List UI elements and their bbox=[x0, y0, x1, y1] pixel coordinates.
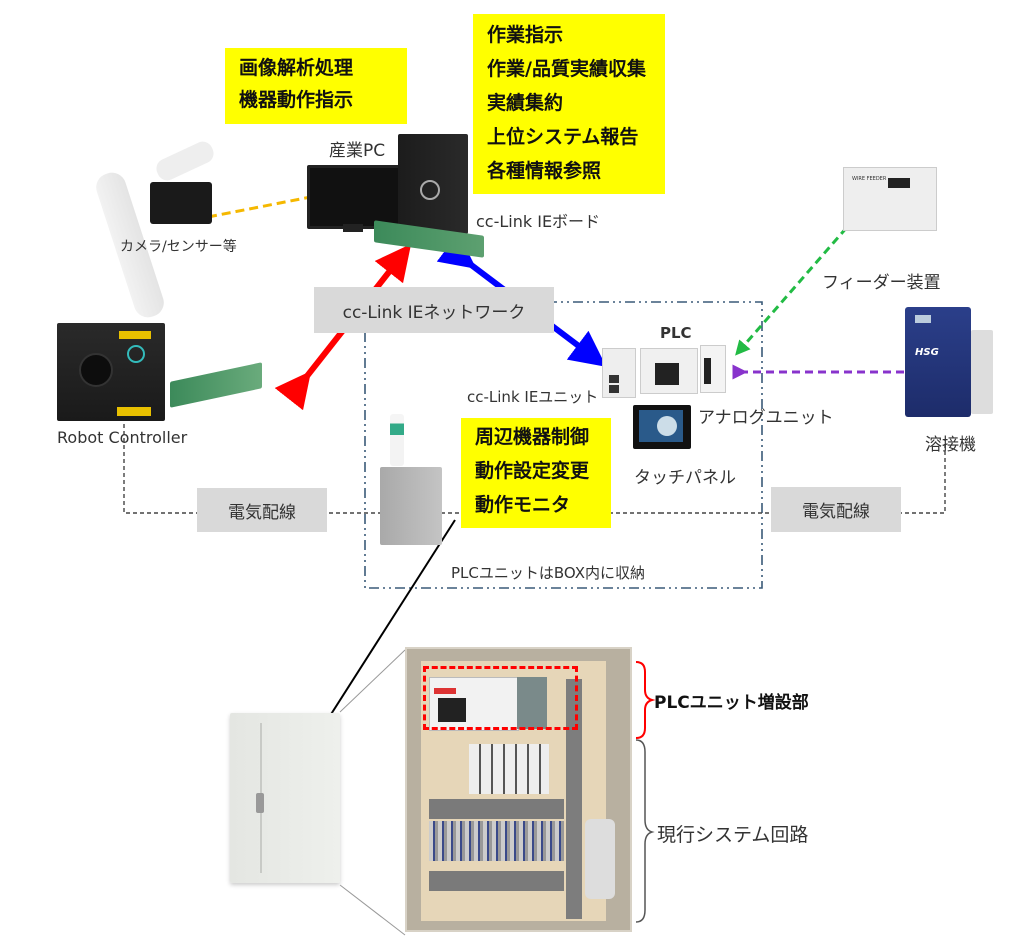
zoom-line-bottom bbox=[339, 884, 406, 936]
open-cabinet-icon bbox=[405, 647, 632, 932]
green-arrow bbox=[735, 217, 857, 356]
camera-sensor-label: カメラ/センサー等 bbox=[120, 239, 237, 255]
feeder-icon: WIRE FEEDER bbox=[843, 167, 937, 231]
cable-bundle bbox=[585, 819, 615, 899]
robot-controller-icon bbox=[57, 323, 165, 421]
industrial-pc-label: 産業PC bbox=[329, 141, 386, 161]
wiring-label-left: 電気配線 bbox=[197, 488, 327, 532]
wire-duct-lower bbox=[429, 871, 564, 891]
feeder-label: フィーダー装置 bbox=[822, 273, 941, 293]
signal-tower-icon bbox=[390, 414, 404, 466]
cclink-unit-icon bbox=[602, 348, 636, 398]
note-line: 画像解析処理 bbox=[239, 57, 354, 79]
plc-expansion-label: PLCユニット増設部 bbox=[654, 693, 809, 713]
camera-icon bbox=[150, 182, 212, 224]
wiring-label-right: 電気配線 bbox=[771, 487, 901, 532]
note-line: 作業/品質実績収集 bbox=[487, 58, 646, 80]
monitor-icon bbox=[307, 165, 403, 229]
plc-expansion-highlight bbox=[423, 666, 578, 730]
cclink-unit-label: cc-Link IEユニット bbox=[467, 388, 599, 406]
existing-circuit-label: 現行システム回路 bbox=[657, 824, 809, 846]
touch-panel-label: タッチパネル bbox=[634, 468, 736, 488]
plc-cpu-icon bbox=[640, 348, 698, 394]
welder-side bbox=[971, 330, 993, 414]
terminal-blocks bbox=[429, 821, 564, 861]
note-line: 上位システム報告 bbox=[487, 126, 639, 148]
robot-controller-label: Robot Controller bbox=[57, 428, 188, 447]
note-line: 作業指示 bbox=[487, 24, 564, 46]
control-box-icon bbox=[380, 467, 442, 545]
gray-brace bbox=[635, 739, 655, 923]
zoom-line-top bbox=[339, 649, 406, 713]
red-brace bbox=[635, 661, 656, 739]
note-pc-functions: 作業指示 作業/品質実績収集 実績集約 上位システム報告 各種情報参照 bbox=[473, 14, 665, 194]
monitor-stand bbox=[343, 224, 363, 232]
analog-unit-icon bbox=[700, 345, 726, 393]
note-line: 実績集約 bbox=[487, 92, 564, 114]
closed-cabinet-icon bbox=[230, 713, 340, 883]
wire-duct-upper bbox=[429, 799, 564, 819]
feeder-brand: WIRE FEEDER bbox=[852, 176, 887, 182]
network-label: cc-Link IEネットワーク bbox=[314, 287, 554, 333]
note-line: 動作設定変更 bbox=[475, 460, 590, 482]
plc-boundary bbox=[364, 301, 763, 589]
analog-unit-label: アナログユニット bbox=[698, 408, 834, 428]
plc-label: PLC bbox=[660, 324, 692, 342]
welder-label: 溶接機 bbox=[925, 435, 976, 455]
relay-block bbox=[469, 744, 549, 794]
note-line: 機器動作指示 bbox=[239, 89, 354, 111]
note-line: 各種情報参照 bbox=[487, 160, 602, 182]
cclink-board-label: cc-Link IEボード bbox=[476, 212, 601, 231]
touch-panel-icon bbox=[633, 405, 691, 449]
welder-icon: HSG bbox=[905, 307, 971, 417]
note-image-processing: 画像解析処理 機器動作指示 bbox=[225, 48, 407, 124]
wiring-line-right bbox=[660, 440, 946, 514]
note-line: 周辺機器制御 bbox=[475, 426, 590, 448]
note-plc-functions: 周辺機器制御 動作設定変更 動作モニタ bbox=[461, 418, 611, 528]
plc-in-box-label: PLCユニットはBOX内に収納 bbox=[451, 564, 646, 582]
pc-tower-icon bbox=[398, 134, 468, 234]
note-line: 動作モニタ bbox=[475, 494, 571, 516]
plc-unit-photo bbox=[429, 677, 519, 731]
welder-brand: HSG bbox=[915, 347, 939, 358]
wire-duct-vertical bbox=[566, 679, 582, 919]
